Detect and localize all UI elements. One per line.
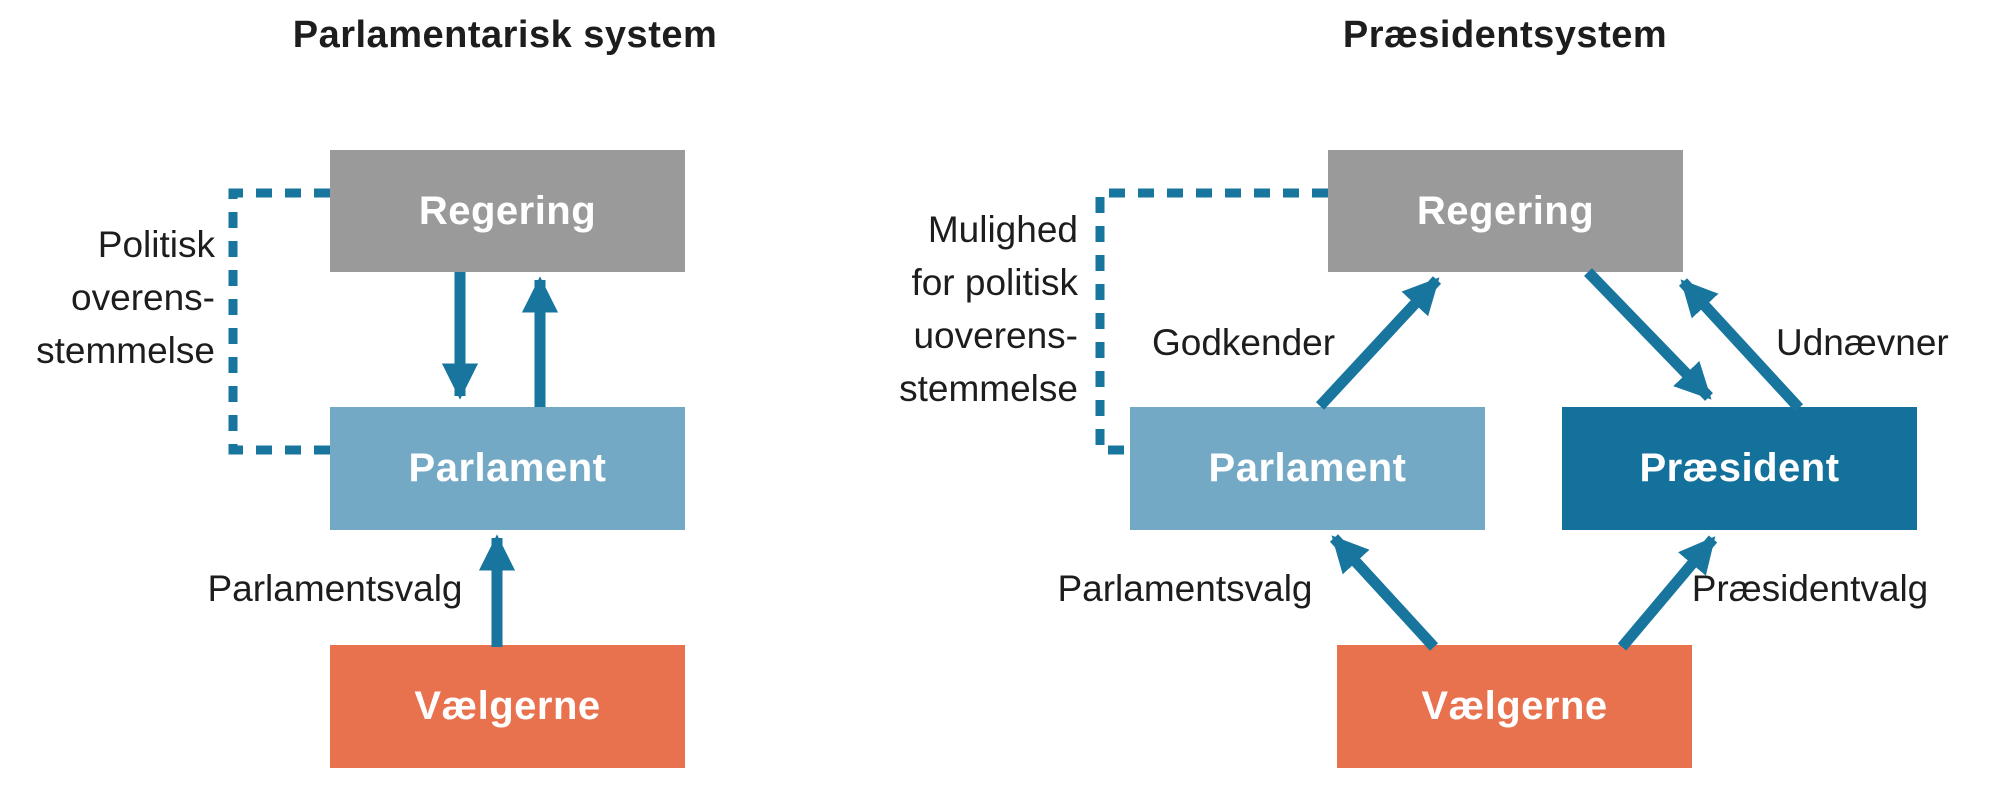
right-parlament-box: Parlament	[1130, 407, 1485, 530]
left-vaelgerne-label: Vælgerne	[414, 684, 601, 728]
right-parlamentsvalg-label: Parlamentsvalg	[1057, 568, 1313, 609]
right-vaelgerne-box: Vælgerne	[1337, 645, 1692, 768]
political-disagreement-line: stemmelse	[899, 368, 1078, 409]
praesidentvalg-label: Præsidentvalg	[1691, 568, 1929, 609]
political-agreement-line: Politisk	[97, 224, 215, 265]
left-regering-label: Regering	[418, 188, 597, 233]
godkender-label: Godkender	[1152, 322, 1336, 363]
left-regering-box: Regering	[330, 150, 685, 272]
agreement-dashed-connector	[228, 188, 330, 455]
left-vaelgerne-box: Vælgerne	[330, 645, 685, 768]
political-disagreement-line: uoverens-	[913, 315, 1078, 356]
political-disagreement-label: Mulighed for politisk uoverens- stemmels…	[858, 203, 1078, 415]
right-regering-box: Regering	[1328, 150, 1683, 272]
regering-to-praesident-arrow	[1584, 268, 1713, 401]
political-agreement-label: Politisk overens- stemmelse	[5, 218, 215, 377]
presidential-system-title: Præsidentsystem	[1342, 14, 1668, 56]
political-disagreement-line: for politisk	[911, 262, 1078, 303]
political-disagreement-line: Mulighed	[927, 209, 1078, 250]
right-regering-label: Regering	[1416, 188, 1595, 233]
udnaevner-label: Udnævner	[1776, 322, 1949, 363]
right-vaelgerne-label: Vælgerne	[1421, 684, 1608, 728]
political-agreement-line: overens-	[71, 277, 215, 318]
godkender-arrow	[1315, 276, 1442, 410]
left-parlament-box: Parlament	[330, 407, 685, 530]
parliamentary-system-title: Parlamentarisk system	[292, 14, 718, 56]
right-praesident-label: Præsident	[1639, 446, 1840, 490]
right-parlament-label: Parlament	[1208, 446, 1407, 490]
right-praesident-box: Præsident	[1562, 407, 1917, 530]
left-parlament-label: Parlament	[408, 446, 607, 490]
political-agreement-line: stemmelse	[36, 330, 215, 371]
left-parlamentsvalg-label: Parlamentsvalg	[207, 568, 463, 609]
